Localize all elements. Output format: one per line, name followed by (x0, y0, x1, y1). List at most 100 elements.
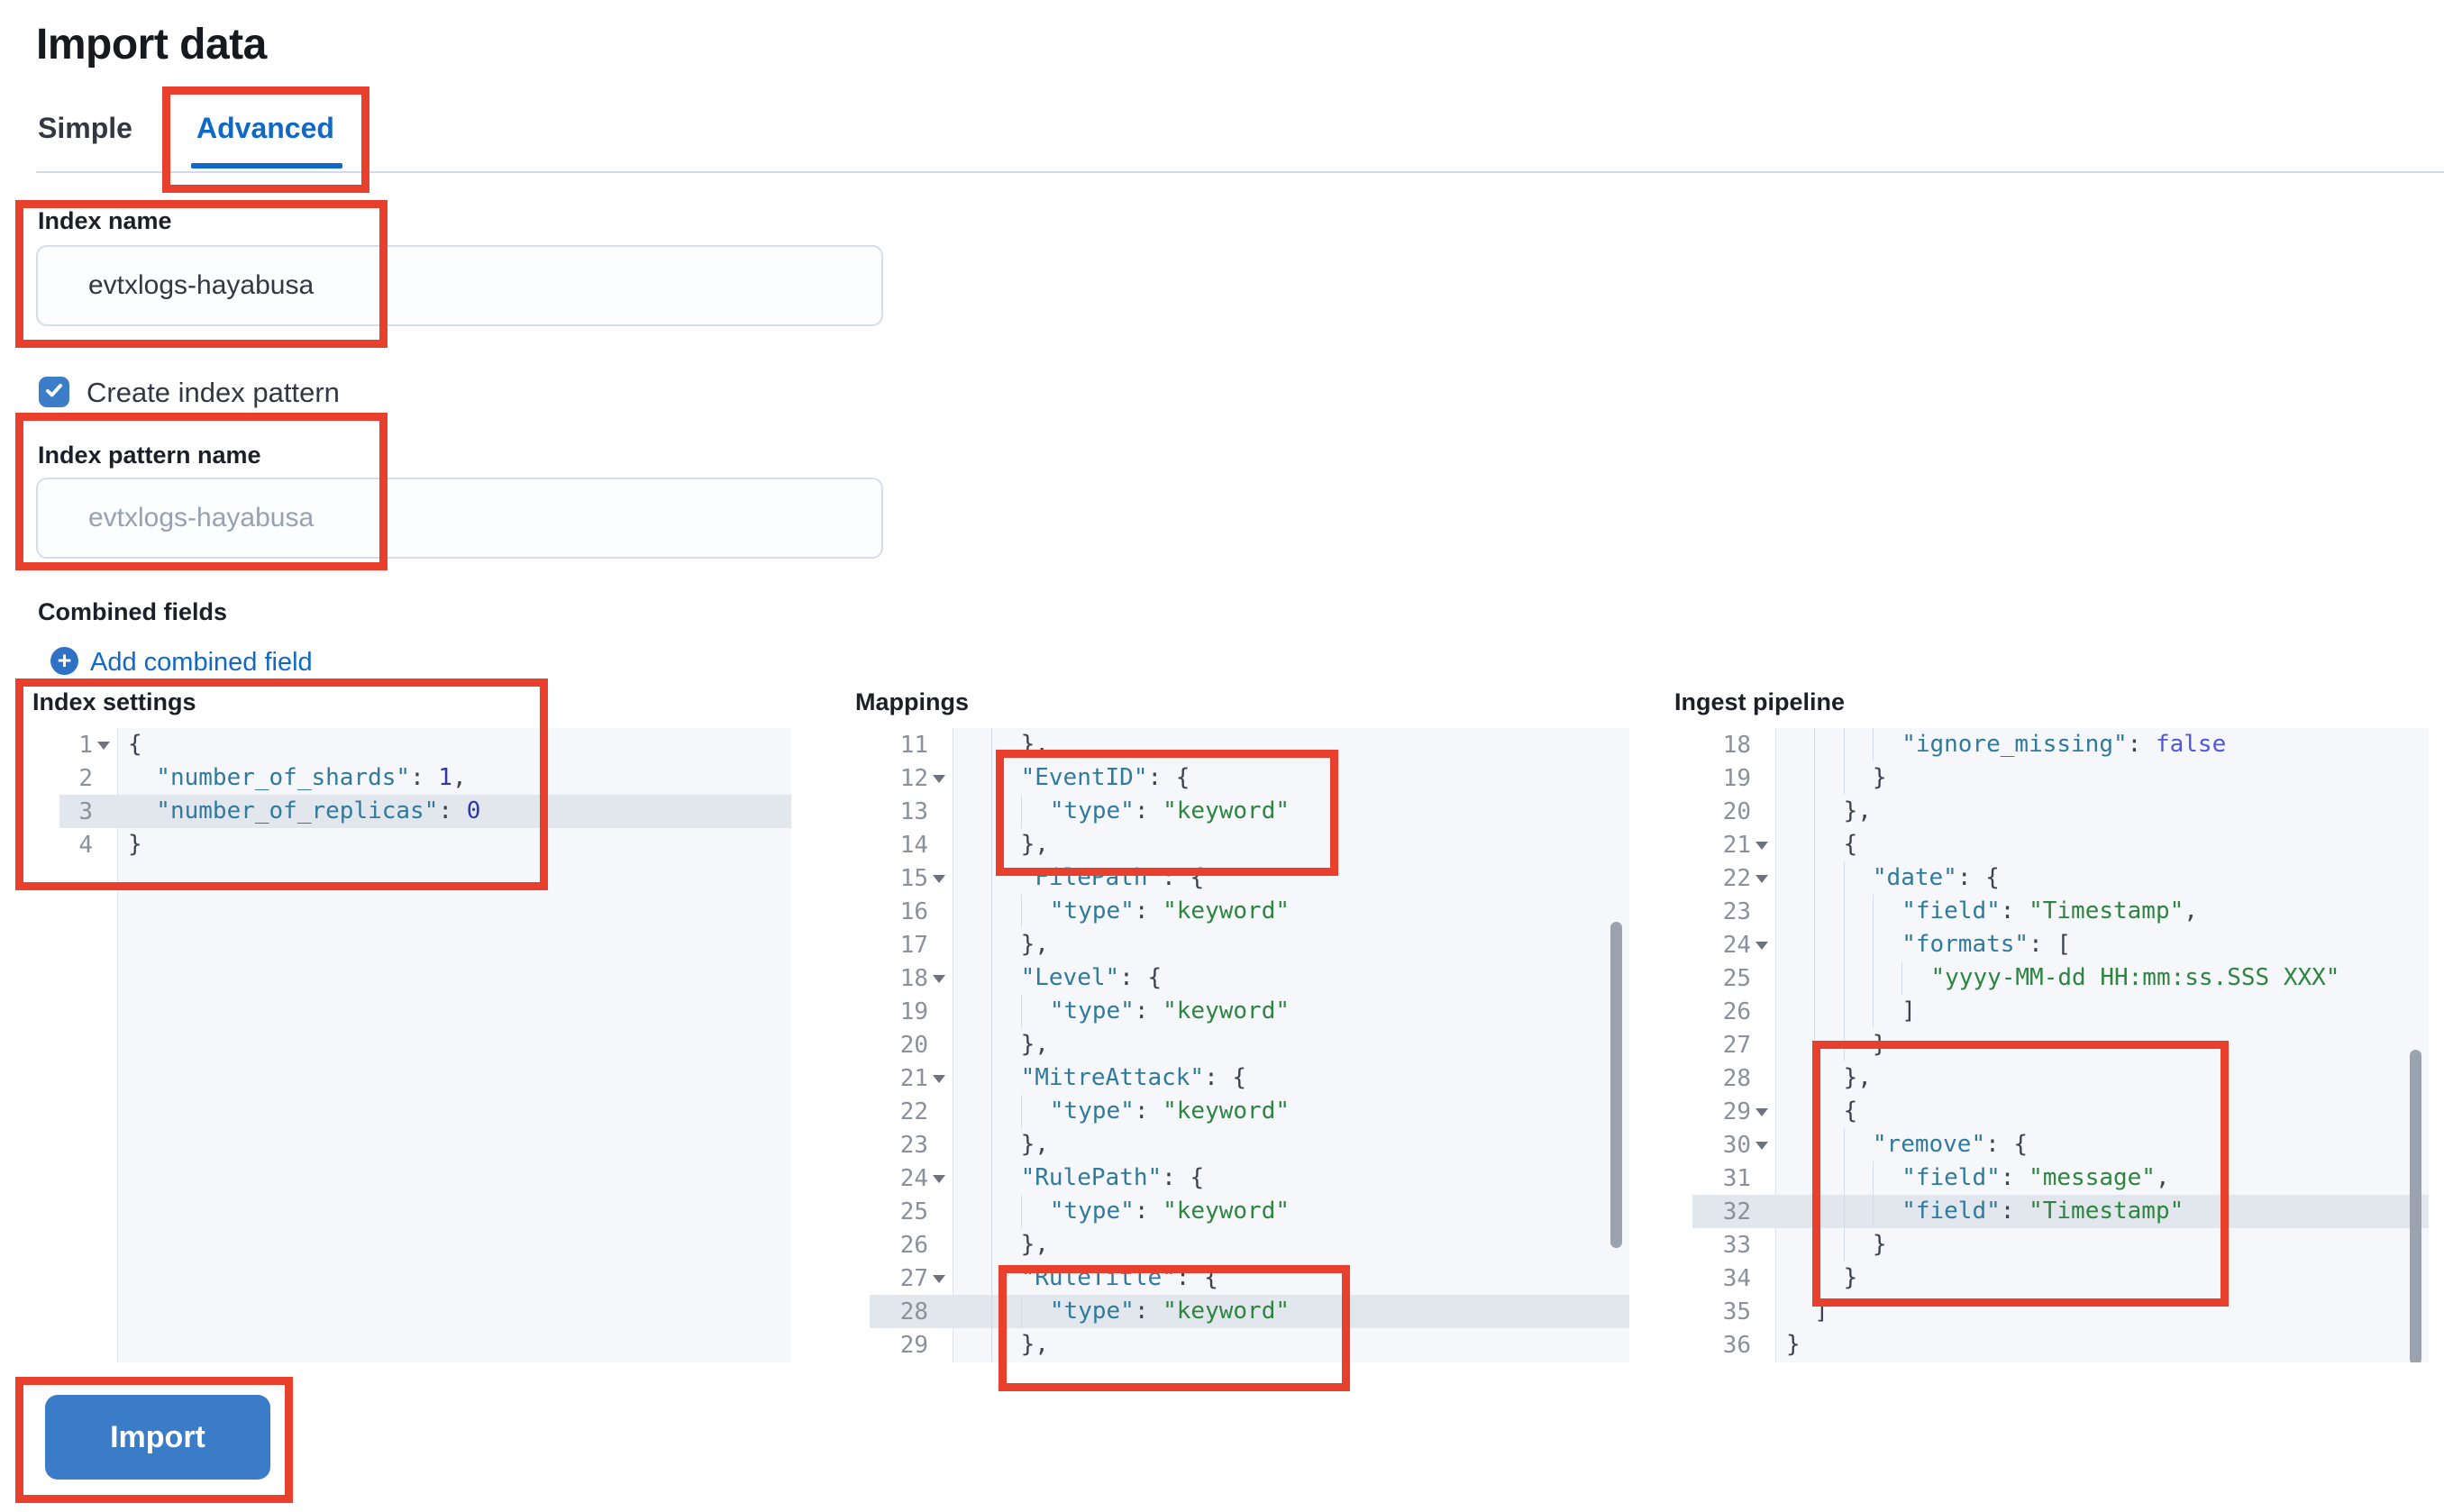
ingest_pipeline-line-25: 25"yyyy-MM-dd HH:mm:ss.SSS XXX" (1692, 961, 2429, 995)
mappings-line-22: 22"type": "keyword" (870, 1095, 1629, 1128)
combined-fields-label: Combined fields (38, 598, 228, 625)
index-name-input[interactable] (36, 245, 883, 326)
fold-arrow-icon[interactable] (933, 1075, 945, 1083)
line-number: 23 (1722, 897, 1751, 925)
line-number: 21 (899, 1064, 928, 1092)
add-combined-field-link[interactable]: Add combined field (90, 648, 313, 677)
index-pattern-name-input[interactable] (36, 478, 883, 559)
line-number: 32 (1722, 1198, 1751, 1225)
ingest-pipeline-label: Ingest pipeline (1674, 688, 1846, 715)
tab-simple[interactable]: Simple (38, 112, 132, 144)
ingest_pipeline-line-24: 24"formats": [ (1692, 928, 2429, 961)
fold-arrow-icon[interactable] (1755, 1142, 1768, 1150)
fold-arrow-icon[interactable] (1755, 842, 1768, 850)
line-number: 18 (1722, 731, 1751, 759)
line-number: 29 (1722, 1098, 1751, 1125)
ingest_pipeline-line-26: 26] (1692, 995, 2429, 1028)
mappings-line-25: 25"type": "keyword" (870, 1195, 1629, 1228)
mappings-line-19: 19"type": "keyword" (870, 995, 1629, 1028)
mappings-line-13: 13"type": "keyword" (870, 795, 1629, 828)
fold-arrow-icon[interactable] (933, 775, 945, 783)
ingest_pipeline-line-20: 20}, (1692, 795, 2429, 828)
ingest_pipeline-line-36: 36} (1722, 1331, 1801, 1359)
index-pattern-name-label: Index pattern name (38, 442, 261, 469)
line-number: 18 (899, 964, 928, 992)
ingest_pipeline-line-27: 27} (1692, 1028, 2429, 1061)
mappings-line-11: 11}, (870, 728, 1629, 761)
index_settings-line-2: 2"number_of_shards": 1, (78, 764, 467, 792)
line-number: 31 (1722, 1164, 1751, 1192)
fold-arrow-icon[interactable] (933, 1275, 945, 1283)
ingest_pipeline-line-23: 23"field": "Timestamp", (1692, 895, 2429, 928)
line-number: 17 (899, 931, 928, 959)
create-index-pattern-label: Create index pattern (87, 377, 340, 408)
mappings-line-29: 29}, (870, 1328, 1629, 1362)
line-number: 22 (899, 1098, 928, 1125)
line-number: 19 (1722, 764, 1751, 792)
mappings-label: Mappings (855, 688, 969, 715)
fold-arrow-icon[interactable] (97, 742, 110, 750)
line-number: 12 (899, 764, 928, 792)
mappings-line-28: 28"type": "keyword" (870, 1295, 1629, 1328)
mappings-line-23: 23}, (870, 1128, 1629, 1161)
ingest_pipeline-line-35: 35] (1722, 1298, 1828, 1325)
ingest_pipeline-line-33: 33} (1692, 1228, 2429, 1262)
line-number: 20 (1722, 797, 1751, 825)
line-number: 25 (899, 1198, 928, 1225)
line-number: 27 (1722, 1031, 1751, 1059)
mappings-line-16: 16"type": "keyword" (870, 895, 1629, 928)
mappings-line-24: 24"RulePath": { (870, 1161, 1629, 1195)
line-number: 2 (78, 764, 93, 792)
mappings-line-17: 17}, (870, 928, 1629, 961)
mappings-line-26: 26}, (870, 1228, 1629, 1262)
tab-advanced[interactable]: Advanced (196, 112, 334, 144)
ingest_pipeline-line-29: 29{ (1692, 1095, 2429, 1128)
index_settings-line-3: 3"number_of_replicas": 0 (59, 795, 791, 828)
ingest_pipeline-line-32: 32"field": "Timestamp" (1692, 1195, 2429, 1228)
tabs-divider (36, 171, 2444, 173)
line-number: 26 (1722, 997, 1751, 1025)
line-number: 13 (899, 797, 928, 825)
line-number: 14 (899, 831, 928, 859)
plus-circle-icon[interactable]: + (50, 647, 78, 675)
line-number: 19 (899, 997, 928, 1025)
line-number: 11 (899, 731, 928, 759)
fold-arrow-icon[interactable] (933, 1175, 945, 1183)
line-number: 28 (899, 1298, 928, 1325)
fold-arrow-icon[interactable] (933, 975, 945, 983)
index-settings-editor[interactable]: 1{2"number_of_shards": 1,3"number_of_rep… (59, 728, 791, 1362)
mappings-line-14: 14}, (870, 828, 1629, 861)
mappings-line-18: 18"Level": { (870, 961, 1629, 995)
index-settings-label: Index settings (32, 688, 196, 715)
line-number: 34 (1722, 1264, 1751, 1292)
line-number: 30 (1722, 1131, 1751, 1159)
active-tab-underline (191, 163, 342, 169)
line-number: 33 (1722, 1231, 1751, 1259)
line-number: 26 (899, 1231, 928, 1259)
fold-arrow-icon[interactable] (1755, 942, 1768, 950)
fold-arrow-icon[interactable] (933, 875, 945, 883)
ingest_pipeline-line-30: 30"remove": { (1692, 1128, 2429, 1161)
page-title: Import data (36, 21, 267, 68)
fold-arrow-icon[interactable] (1755, 1108, 1768, 1116)
create-index-pattern-checkbox[interactable] (39, 377, 69, 407)
mappings-line-21: 21"MitreAttack": { (870, 1061, 1629, 1095)
line-number: 15 (899, 864, 928, 892)
fold-arrow-icon[interactable] (1755, 875, 1768, 883)
line-number: 23 (899, 1131, 928, 1159)
ingest_pipeline-scrollbar[interactable] (2410, 1050, 2421, 1362)
ingest_pipeline-line-21: 21{ (1692, 828, 2429, 861)
mappings-editor[interactable]: 11},12"EventID": {13"type": "keyword"14}… (870, 728, 1629, 1362)
ingest_pipeline-line-31: 31"field": "message", (1692, 1161, 2429, 1195)
index_settings-line-4: 4} (78, 831, 142, 859)
mappings-gutter (870, 728, 953, 1362)
ingest_pipeline-line-19: 19} (1692, 761, 2429, 795)
line-number: 3 (78, 797, 93, 825)
line-number: 29 (899, 1331, 928, 1359)
ingest_pipeline-line-22: 22"date": { (1692, 861, 2429, 895)
mappings-scrollbar[interactable] (1610, 922, 1622, 1248)
line-number: 27 (899, 1264, 928, 1292)
mappings-line-27: 27"RuleTitle": { (870, 1262, 1629, 1295)
import-button[interactable]: Import (45, 1395, 270, 1480)
